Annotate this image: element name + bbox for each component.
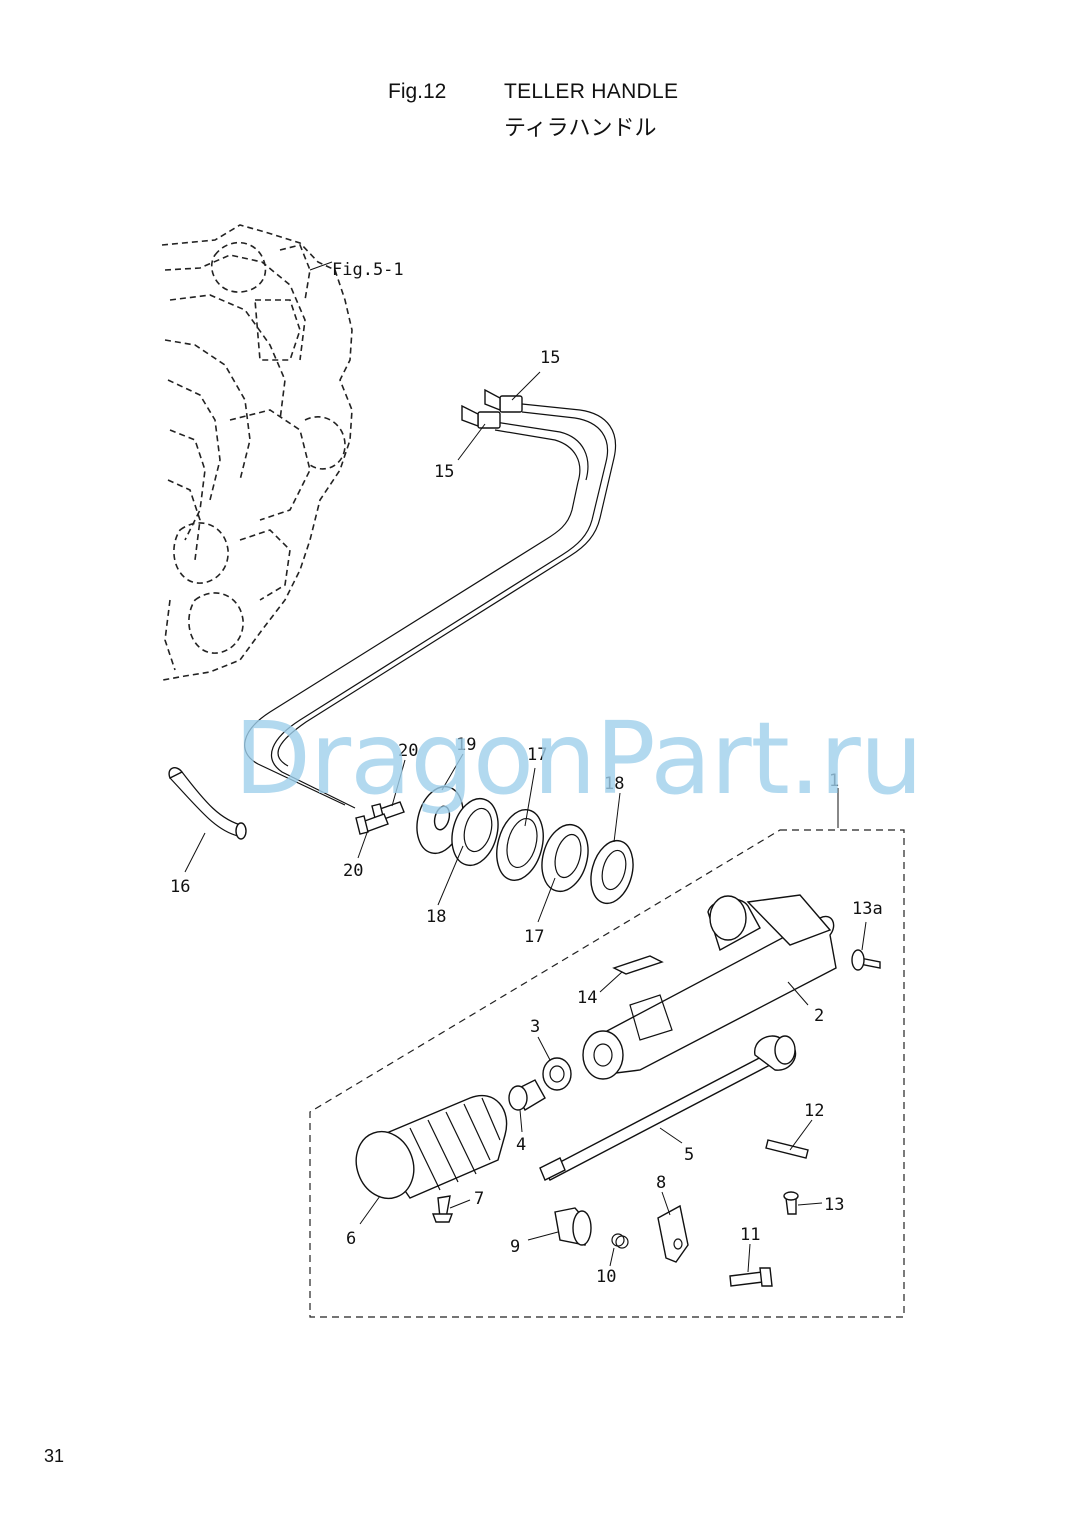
callout-18-lower: 18 [426, 907, 446, 927]
callout-10: 10 [596, 1267, 616, 1287]
callout-20-lower: 20 [343, 861, 363, 881]
callout-1: 1 [829, 771, 839, 791]
figure-number: Fig.12 [388, 80, 447, 103]
callout-12: 12 [804, 1101, 824, 1121]
callout-9: 9 [510, 1237, 520, 1257]
engine-block-outline [161, 224, 353, 681]
callout-14: 14 [577, 988, 597, 1008]
throttle-shaft-5 [539, 1035, 797, 1181]
hose [169, 771, 245, 837]
figure-reference-label: Fig.5-1 [332, 260, 404, 280]
leader-lines [184, 371, 867, 1273]
bushing-17 [541, 823, 589, 893]
bolt-11 [729, 1271, 764, 1287]
watermark: DragonPart.ru [234, 700, 923, 817]
bolts-20 [355, 801, 405, 835]
callout-7: 7 [474, 1189, 484, 1209]
callout-20-upper: 20 [398, 741, 418, 761]
throttle-grip-6 [355, 1095, 508, 1200]
page-number: 31 [44, 1446, 65, 1466]
callout-2: 2 [814, 1006, 824, 1026]
handle-assembly-boundary [309, 829, 905, 1318]
callout-4: 4 [516, 1135, 526, 1155]
handle-bracket-2 [582, 894, 837, 1080]
callout-17-lower: 17 [524, 927, 544, 947]
callout-11: 11 [740, 1225, 760, 1245]
cable-end-upper [499, 395, 523, 413]
label-14 [612, 955, 664, 975]
cable-end-lower [477, 411, 501, 429]
callout-8: 8 [656, 1173, 666, 1193]
callout-16: 16 [170, 877, 190, 897]
figure-title: TELLER HANDLE [504, 80, 679, 103]
bracket-8 [657, 1204, 689, 1263]
bearing-17 [496, 809, 544, 881]
pin-12 [765, 1139, 809, 1159]
callout-6: 6 [346, 1229, 356, 1249]
callout-17-upper: 17 [527, 745, 547, 765]
ring-18-left [451, 797, 499, 867]
ring-18-right [590, 839, 634, 905]
figure-title-japanese: ティラハンドル [504, 116, 657, 141]
callout-13: 13 [824, 1195, 844, 1215]
callout-15-upper: 15 [540, 348, 560, 368]
callout-5: 5 [684, 1145, 694, 1165]
callout-18-upper: 18 [604, 774, 624, 794]
throttle-cables [244, 388, 616, 809]
callout-3: 3 [530, 1017, 540, 1037]
callout-19: 19 [456, 735, 476, 755]
collar-3 [542, 1057, 572, 1091]
callout-15-lower: 15 [434, 462, 454, 482]
callout-13a: 13a [852, 899, 883, 919]
